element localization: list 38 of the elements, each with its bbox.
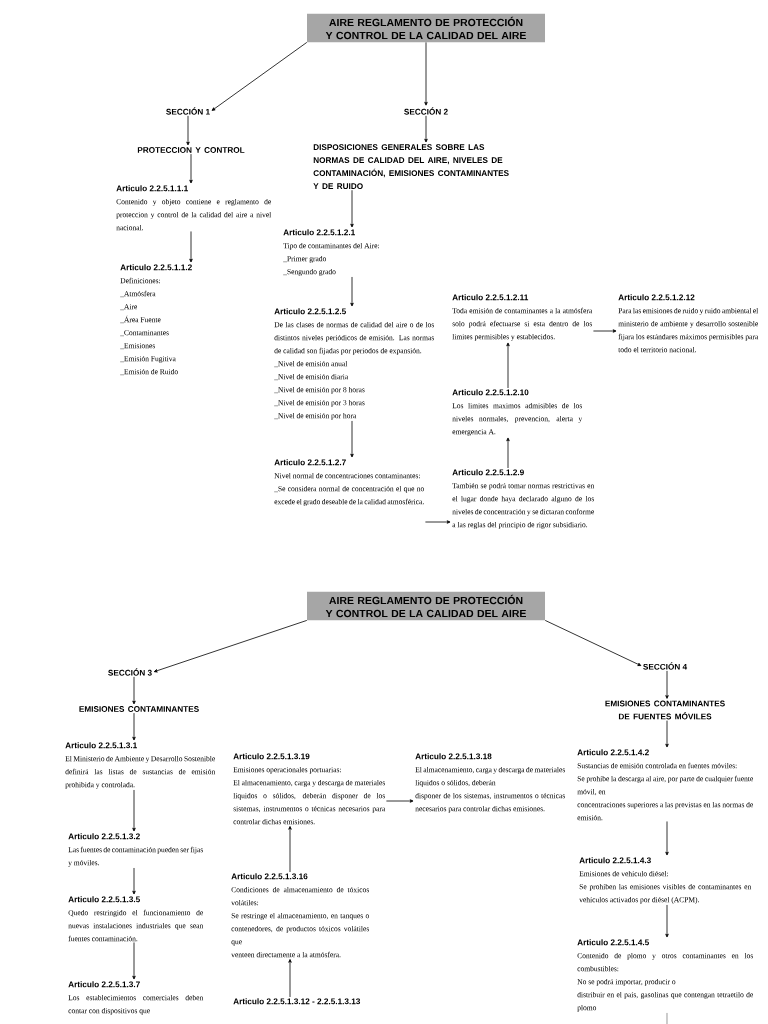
section-label: SECCIÓN 1 [166,107,210,115]
article-text: Articulo 2.2.5.1.3.12 - 2.2.5.1.3.13 [233,998,361,1005]
arrow [288,826,292,873]
arrow [350,276,354,307]
arrow [132,789,136,832]
arrow [350,189,354,228]
arrow [153,620,308,673]
arrow [593,329,617,333]
arrow [132,712,136,741]
arrow [132,867,136,895]
arrow [189,153,193,184]
arrow [186,115,190,146]
section-heading: EMISIONES CONTAMINANTES [79,706,199,712]
arrow [189,231,193,263]
arrow [424,115,428,143]
arrow [665,720,669,748]
arrow [665,821,669,856]
arrow [350,420,354,458]
arrow [544,620,642,666]
arrow [506,437,510,469]
arrow [288,959,292,998]
title-box: AIRE REGLAMENTO DE PROTECCIÓN Y CONTROL DE LA CALIDAD DEL AIRE [307,13,545,43]
arrow [425,520,451,524]
arrow [665,670,669,699]
title-box: AIRE REGLAMENTO DE PROTECCIÓN Y CONTROL DE LA CALIDAD DEL AIRE [307,591,545,621]
section-heading: DISPOSICIONES GENERALES SOBRE LAS NORMAS DE CALIDAD DEL AIRE, NIVELES DE CONTAMINACIÓN, EMISIONES CONTAMINANTES Y DE RUIDO [313,144,509,189]
arrow [506,342,510,389]
arrow [132,676,136,705]
arrow [386,799,414,803]
arrow [132,942,136,980]
section-label: SECCIÓN 4 [643,662,688,670]
section-heading: EMISIONES CONTAMINANTES DE FUENTES MÓVILES [605,700,725,720]
arrow [424,42,428,106]
arrow [665,904,669,938]
arrow [211,42,308,111]
section-label: SECCIÓN 3 [108,668,152,676]
section-label: SECCIÓN 2 [404,107,448,115]
section-heading: PROTECCION Y CONTROL [137,147,245,153]
